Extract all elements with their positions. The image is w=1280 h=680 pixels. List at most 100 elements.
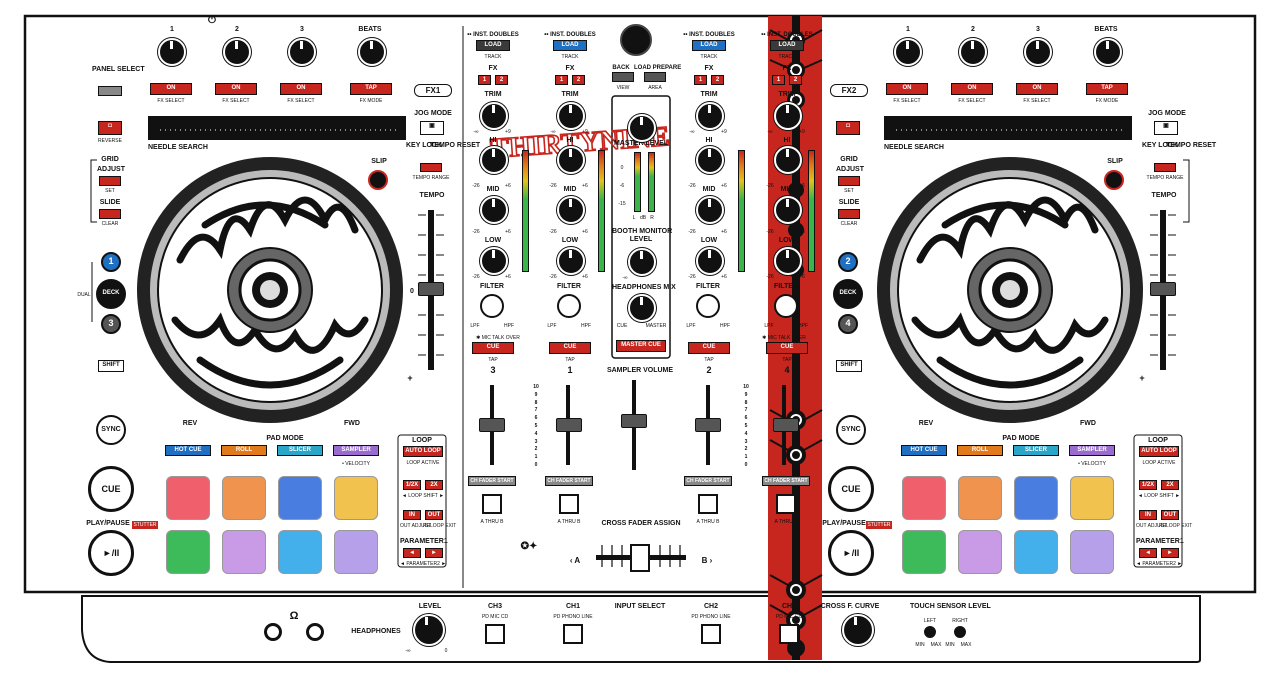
slicer-button-right[interactable]: SLICER	[1013, 445, 1059, 456]
ch-fader-start-button-1[interactable]: CH FADER START	[545, 476, 593, 486]
loop-out-button-left[interactable]: OUT	[425, 510, 443, 520]
loop-half-button-right[interactable]: 1/2X	[1139, 480, 1157, 490]
eq-low-knob-0[interactable]	[480, 247, 508, 275]
reverse-button-right[interactable]: ◘	[836, 121, 860, 135]
tempo-fader-left[interactable]	[418, 282, 444, 296]
channel-cue-button-1[interactable]: CUE	[549, 342, 591, 354]
fx-assign-1-button-1[interactable]: 1	[555, 75, 568, 85]
channel-fader-3[interactable]	[773, 418, 799, 432]
eq-mid-knob-0[interactable]	[480, 196, 508, 224]
fx-on-2-right[interactable]: ON	[951, 83, 993, 95]
eq-hi-knob-1[interactable]	[557, 146, 585, 174]
eq-low-knob-1[interactable]	[557, 247, 585, 275]
load-button-0[interactable]: LOAD	[476, 40, 510, 51]
pad-5-right[interactable]	[902, 530, 946, 574]
fx-assign-1-button-0[interactable]: 1	[478, 75, 491, 85]
jog-mode-button-right[interactable]: ▣	[1154, 121, 1178, 135]
channel-fader-0[interactable]	[479, 418, 505, 432]
channel-cue-button-0[interactable]: CUE	[472, 342, 514, 354]
fx-knob-3-left[interactable]	[288, 38, 316, 66]
fx-assign-2-button-0[interactable]: 2	[495, 75, 508, 85]
input-select-switch-0[interactable]	[485, 624, 505, 644]
load-button-2[interactable]: LOAD	[692, 40, 726, 51]
fx-knob-1-right[interactable]	[894, 38, 922, 66]
channel-fader-2[interactable]	[695, 418, 721, 432]
headphones-mix-knob[interactable]	[628, 294, 656, 322]
param-plus-button-right[interactable]: ►	[1161, 548, 1179, 558]
channel-fader-1[interactable]	[556, 418, 582, 432]
grid-adjust-button-left[interactable]	[99, 176, 121, 186]
pad-3-right[interactable]	[1014, 476, 1058, 520]
key-lock-button-left[interactable]	[420, 163, 442, 172]
grid-slide-button-right[interactable]	[838, 209, 860, 219]
eq-hi-knob-0[interactable]	[480, 146, 508, 174]
grid-adjust-button-right[interactable]	[838, 176, 860, 186]
crossfader-assign-switch-1[interactable]	[559, 494, 579, 514]
slip-button-right[interactable]	[1104, 170, 1124, 190]
deck-2-button[interactable]: 2	[838, 252, 858, 272]
fx-knob-1-left[interactable]	[158, 38, 186, 66]
pad-7-right[interactable]	[1014, 530, 1058, 574]
pad-6-right[interactable]	[958, 530, 1002, 574]
fx-on-3-left[interactable]: ON	[280, 83, 322, 95]
channel-cue-button-2[interactable]: CUE	[688, 342, 730, 354]
pad-7-left[interactable]	[278, 530, 322, 574]
channel-cue-button-3[interactable]: CUE	[766, 342, 808, 354]
grid-slide-button-left[interactable]	[99, 209, 121, 219]
sampler-button-left[interactable]: SAMPLER	[333, 445, 379, 456]
deck-1-button[interactable]: 1	[101, 252, 121, 272]
browse-knob[interactable]	[620, 24, 652, 56]
eq-hi-knob-3[interactable]	[774, 146, 802, 174]
deck-toggle-right[interactable]: DECK	[833, 279, 863, 309]
hot-cue-button-left[interactable]: HOT CUE	[165, 445, 211, 456]
deck-3-button[interactable]: 3	[101, 314, 121, 334]
roll-button-right[interactable]: ROLL	[957, 445, 1003, 456]
eq-mid-knob-3[interactable]	[774, 196, 802, 224]
input-select-switch-3[interactable]	[779, 624, 799, 644]
pad-3-left[interactable]	[278, 476, 322, 520]
trim-knob-3[interactable]	[774, 102, 802, 130]
ch-fader-start-button-2[interactable]: CH FADER START	[684, 476, 732, 486]
fx-on-1-left[interactable]: ON	[150, 83, 192, 95]
touch-left-knob[interactable]	[924, 626, 936, 638]
pad-2-right[interactable]	[958, 476, 1002, 520]
eq-hi-knob-2[interactable]	[696, 146, 724, 174]
hot-cue-button-right[interactable]: HOT CUE	[901, 445, 947, 456]
input-select-switch-2[interactable]	[701, 624, 721, 644]
eq-low-knob-2[interactable]	[696, 247, 724, 275]
master-cue-button[interactable]: MASTER CUE	[616, 340, 666, 352]
shift-button-left[interactable]: SHIFT	[98, 360, 124, 372]
crossfader-assign-switch-3[interactable]	[776, 494, 796, 514]
fx-knob-3-right[interactable]	[1024, 38, 1052, 66]
cue-button-right[interactable]: CUE	[828, 466, 874, 512]
fx-assign-1-button-2[interactable]: 1	[694, 75, 707, 85]
ch-fader-start-button-3[interactable]: CH FADER START	[762, 476, 810, 486]
fx-knob-2-right[interactable]	[959, 38, 987, 66]
deck-4-button[interactable]: 4	[838, 314, 858, 334]
slicer-button-left[interactable]: SLICER	[277, 445, 323, 456]
key-lock-button-right[interactable]	[1154, 163, 1176, 172]
load-button-3[interactable]: LOAD	[770, 40, 804, 51]
pad-5-left[interactable]	[166, 530, 210, 574]
back-button[interactable]	[612, 72, 634, 82]
headphone-jack-small[interactable]	[306, 623, 324, 641]
cue-button-left[interactable]: CUE	[88, 466, 134, 512]
loop-in-button-left[interactable]: IN	[403, 510, 421, 520]
filter-knob-0[interactable]	[480, 294, 504, 318]
loop-double-button-right[interactable]: 2X	[1161, 480, 1179, 490]
loop-double-button-left[interactable]: 2X	[425, 480, 443, 490]
fx-knob-2-left[interactable]	[223, 38, 251, 66]
headphone-level-knob[interactable]	[413, 614, 445, 646]
filter-knob-1[interactable]	[557, 294, 581, 318]
loop-half-button-left[interactable]: 1/2X	[403, 480, 421, 490]
fx-assign-1-button-3[interactable]: 1	[772, 75, 785, 85]
shift-button-right[interactable]: SHIFT	[836, 360, 862, 372]
fx-assign-2-button-2[interactable]: 2	[711, 75, 724, 85]
play-pause-button-left[interactable]: ►/II	[88, 530, 134, 576]
fx-assign-2-button-1[interactable]: 2	[572, 75, 585, 85]
loop-out-button-right[interactable]: OUT	[1161, 510, 1179, 520]
deck-toggle-left[interactable]: DECK	[96, 279, 126, 309]
pad-8-right[interactable]	[1070, 530, 1114, 574]
pad-6-left[interactable]	[222, 530, 266, 574]
trim-knob-2[interactable]	[696, 102, 724, 130]
